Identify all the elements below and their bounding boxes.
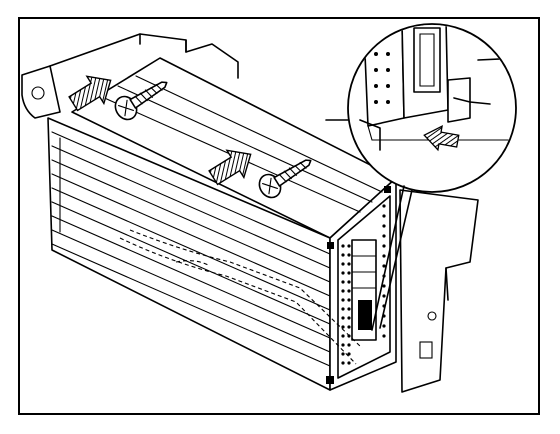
contact-dot <box>341 298 345 302</box>
contact-dot <box>382 284 386 288</box>
contact-dot <box>382 254 386 258</box>
contact-dot <box>341 343 345 347</box>
contact-dot <box>341 307 345 311</box>
detail-contact-dot <box>374 84 378 88</box>
contact-dot <box>347 325 351 329</box>
contact-dot <box>341 244 345 248</box>
detail-contact-dot <box>374 100 378 104</box>
heat-sink-fins <box>51 131 331 367</box>
bracket-hole-left <box>31 86 45 100</box>
screw <box>114 81 168 121</box>
contact-dot <box>382 264 386 268</box>
detail-contact-dots <box>374 52 390 104</box>
contact-dot <box>347 298 351 302</box>
contact-dot <box>382 214 386 218</box>
contact-dot-array <box>341 204 386 365</box>
screw <box>258 159 312 199</box>
contact-dot <box>341 289 345 293</box>
contact-dot <box>382 224 386 228</box>
detail-contact-dot <box>386 52 390 56</box>
contact-dot <box>341 316 345 320</box>
contact-dot <box>347 307 351 311</box>
contact-dot <box>382 294 386 298</box>
contact-dot <box>347 262 351 266</box>
detail-contact-dot <box>374 52 378 56</box>
detail-module-side <box>363 25 405 127</box>
contact-dot <box>347 271 351 275</box>
contact-dot <box>341 325 345 329</box>
contact-dot <box>347 289 351 293</box>
contact-dot <box>347 253 351 257</box>
contact-dot <box>347 361 351 365</box>
contact-dot <box>341 280 345 284</box>
contact-dot <box>341 361 345 365</box>
contact-dot <box>382 234 386 238</box>
contact-dot <box>382 334 386 338</box>
callout-leader <box>371 185 405 331</box>
figure-border <box>18 17 540 415</box>
contact-dot <box>382 244 386 248</box>
detail-contact-dot <box>386 84 390 88</box>
detail-callout <box>347 23 517 331</box>
bracket-hole-right <box>427 311 437 321</box>
connector-latch <box>358 300 372 330</box>
removal-arrow <box>68 75 112 112</box>
contact-dot <box>347 343 351 347</box>
detail-contact-dot <box>386 68 390 72</box>
contact-dot <box>382 324 386 328</box>
contact-dot <box>341 271 345 275</box>
contact-dot <box>347 352 351 356</box>
contact-dot <box>347 316 351 320</box>
contact-dot <box>341 262 345 266</box>
detail-contact-dot <box>386 100 390 104</box>
contact-dot <box>382 204 386 208</box>
contact-dot <box>347 244 351 248</box>
contact-dot <box>347 280 351 284</box>
contact-dot <box>341 334 345 338</box>
wiring-harness <box>119 229 363 365</box>
bracket-slot <box>419 341 433 359</box>
connector-release-arrow <box>423 125 460 152</box>
end-connector-panel <box>337 195 391 379</box>
removal-arrow <box>208 149 252 186</box>
mounting-bracket <box>21 33 479 393</box>
contact-dot <box>341 352 345 356</box>
detail-contact-dot <box>374 68 378 72</box>
bracket-right-plate <box>399 189 479 393</box>
contact-dot <box>341 253 345 257</box>
amplifier-module <box>47 57 397 391</box>
